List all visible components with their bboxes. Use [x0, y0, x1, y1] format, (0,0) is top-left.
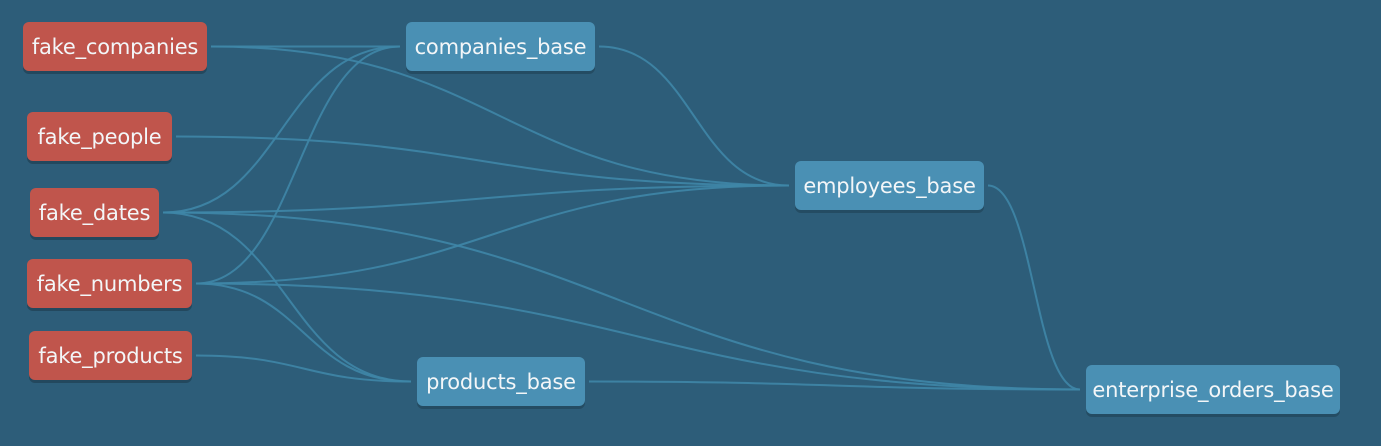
node-employees-base[interactable]: employees_base	[795, 161, 984, 210]
node-products-base[interactable]: products_base	[417, 357, 585, 406]
node-label: companies_base	[414, 34, 587, 59]
edge-fake-dates-to-employees-base	[162, 184, 790, 214]
node-enterprise-orders-base[interactable]: enterprise_orders_base	[1086, 365, 1340, 414]
edge-employees-base-to-enterprise-orders-base	[987, 184, 1081, 391]
edge-fake-numbers-to-enterprise-orders-base	[195, 282, 1081, 391]
node-label: fake_dates	[38, 200, 151, 225]
edge-fake-people-to-employees-base	[175, 135, 790, 187]
node-label: products_base	[426, 369, 576, 394]
node-label: fake_numbers	[36, 271, 183, 296]
node-label: fake_people	[37, 124, 162, 149]
node-label: enterprise_orders_base	[1092, 377, 1334, 402]
edge-fake-dates-to-enterprise-orders-base	[162, 211, 1081, 391]
edge-products-base-to-enterprise-orders-base	[588, 380, 1081, 391]
node-label: fake_products	[38, 343, 183, 368]
edge-fake-dates-to-products-base	[162, 211, 412, 383]
node-fake-people[interactable]: fake_people	[27, 112, 172, 161]
node-fake-dates[interactable]: fake_dates	[30, 188, 159, 237]
node-label: fake_companies	[31, 34, 199, 59]
edge-fake-companies-to-employees-base	[210, 45, 790, 187]
node-companies-base[interactable]: companies_base	[406, 22, 595, 71]
node-fake-products[interactable]: fake_products	[29, 331, 192, 380]
edge-fake-numbers-to-companies-base	[195, 45, 401, 285]
edge-companies-base-to-employees-base	[598, 45, 790, 187]
edge-fake-products-to-products-base	[195, 354, 412, 383]
node-label: employees_base	[803, 173, 976, 198]
edge-fake-dates-to-companies-base	[162, 45, 401, 214]
node-fake-numbers[interactable]: fake_numbers	[27, 259, 192, 308]
edge-fake-numbers-to-employees-base	[195, 184, 790, 285]
node-fake-companies[interactable]: fake_companies	[23, 22, 207, 71]
edge-fake-numbers-to-products-base	[195, 282, 412, 383]
